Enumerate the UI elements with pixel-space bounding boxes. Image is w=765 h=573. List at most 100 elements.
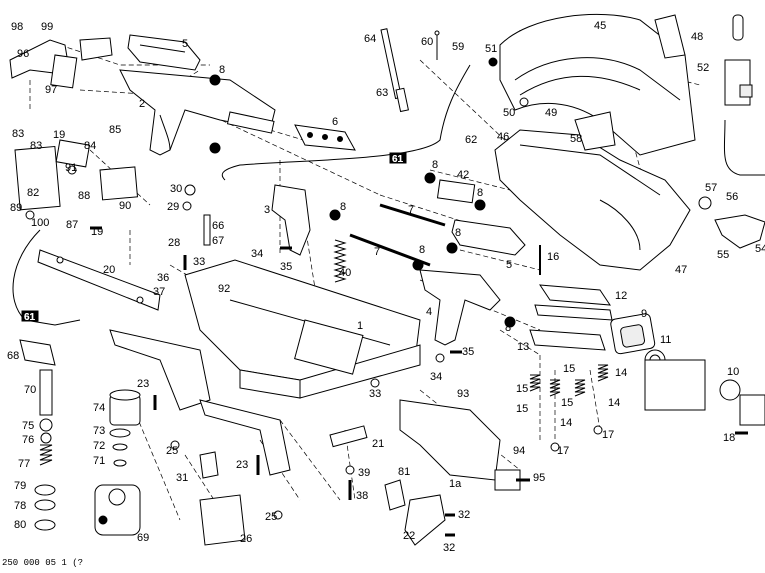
callout: 8 (455, 227, 461, 239)
callout: 91 (65, 162, 77, 174)
callout: 89 (10, 202, 22, 214)
joystick (723, 14, 765, 176)
callout: 17 (602, 429, 614, 441)
callout: 17 (557, 445, 569, 457)
callout: 82 (27, 187, 39, 199)
pedal-3 (271, 184, 311, 256)
callout: 50 (503, 107, 515, 119)
callout: 92 (218, 283, 230, 295)
callout: 69 (137, 532, 149, 544)
pedal-pad-5-top (127, 34, 201, 71)
callout: 15 (563, 363, 575, 375)
callout: 19 (91, 226, 103, 238)
callout: 71 (93, 455, 105, 467)
callout: 3 (264, 204, 270, 216)
callout: 84 (84, 140, 96, 152)
callout: 77 (18, 458, 30, 470)
callout: 14 (608, 397, 620, 409)
callout: 54 (755, 243, 765, 255)
housing-46 (494, 111, 691, 271)
cover-45 (499, 13, 696, 156)
callout: 49 (545, 107, 557, 119)
springs (39, 214, 609, 466)
frame-1 (109, 259, 421, 476)
cable-assembly-64-63 (380, 28, 440, 113)
fasteners (90, 57, 748, 537)
callout: 30 (170, 183, 182, 195)
callout: 76 (22, 434, 34, 446)
callout: 10 (727, 366, 739, 378)
callout: 63 (376, 87, 388, 99)
callout: 97 (45, 84, 57, 96)
callout: 98 (11, 21, 23, 33)
callout: 21 (372, 438, 384, 450)
block-42 (436, 179, 476, 204)
callout: 23 (236, 459, 248, 471)
callout: 2 (139, 98, 145, 110)
callout: 34 (430, 371, 442, 383)
callout: 28 (168, 237, 180, 249)
callout: 38 (356, 490, 368, 502)
callout: 8 (477, 187, 483, 199)
callout: 7 (408, 204, 414, 216)
callout: 20 (103, 264, 115, 276)
callout: 25 (166, 445, 178, 457)
callout: 73 (93, 425, 105, 437)
callout: 36 (157, 272, 169, 284)
handle-55 (714, 214, 765, 249)
callout: 8 (219, 64, 225, 76)
callout: 33 (193, 256, 205, 268)
callout: 45 (594, 20, 606, 32)
callout: 13 (517, 341, 529, 353)
pedal-2 (119, 69, 276, 156)
callout: 5 (182, 38, 188, 50)
callout: 66 (212, 220, 224, 232)
callout: 96 (17, 48, 29, 60)
callout: 14 (615, 367, 627, 379)
callout: 40 (339, 267, 351, 279)
callout: 83 (12, 128, 24, 140)
callout-61-mid: 61 (392, 154, 404, 165)
callout: 80 (14, 519, 26, 531)
callout: 81 (398, 466, 410, 478)
callout: 37 (153, 286, 165, 298)
callout-61-left: 61 (24, 312, 36, 323)
pedal-pad-6 (294, 124, 356, 151)
callout: 67 (212, 235, 224, 247)
callout: 46 (497, 131, 509, 143)
callout: 68 (7, 350, 19, 362)
callout: 87 (66, 219, 78, 231)
plates-12-13 (529, 284, 613, 351)
callout: 23 (137, 378, 149, 390)
part-21 (329, 425, 368, 448)
drawing-number: 250 000 05 1 (? (2, 558, 84, 568)
callout: 70 (24, 384, 36, 396)
callout: 94 (513, 445, 525, 457)
lever-20 (37, 249, 161, 311)
callout-61-left-label: 61 (24, 312, 36, 323)
callout: 1 (357, 320, 363, 332)
lever-22 (404, 494, 446, 546)
callout: 64 (364, 33, 376, 45)
callout: 8 (340, 201, 346, 213)
callout: 83 (30, 140, 42, 152)
callout: 88 (78, 190, 90, 202)
callout: 12 (615, 290, 627, 302)
callout: 57 (705, 182, 717, 194)
callout: 14 (560, 417, 572, 429)
bracket-26 (199, 494, 246, 546)
callout: 8 (419, 244, 425, 256)
callout: 51 (485, 43, 497, 55)
callout: 62 (465, 134, 477, 146)
callout: 18 (723, 432, 735, 444)
callout: 8 (432, 159, 438, 171)
callout: 25 (265, 511, 277, 523)
cylinder-stack (19, 339, 141, 536)
callout: 93 (457, 388, 469, 400)
callout-labels: 98 99 96 97 5 8 64 60 59 51 45 48 52 2 6… (7, 20, 765, 554)
cable-61: 61 61 (12, 64, 471, 326)
callout: 58 (570, 133, 582, 145)
callout: 34 (251, 248, 263, 260)
callout: 7 (374, 246, 380, 258)
callout: 52 (697, 62, 709, 74)
